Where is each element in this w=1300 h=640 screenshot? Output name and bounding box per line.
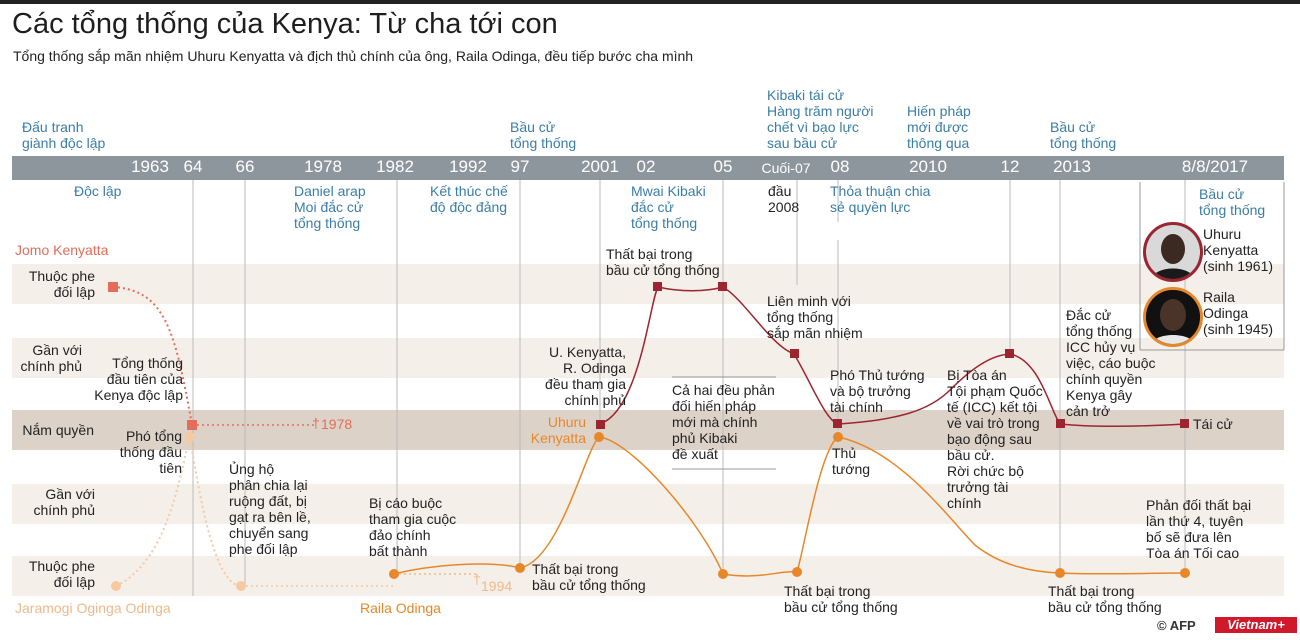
- year-label: 1963: [131, 157, 169, 176]
- year-label: 66: [235, 157, 255, 176]
- raila-markers: [389, 432, 1190, 579]
- name-raila-odinga: Raila Odinga: [360, 600, 441, 616]
- year-label: 2001: [581, 157, 619, 176]
- uhuru-markers: [596, 282, 1189, 429]
- note-death-1994: 1994: [481, 578, 513, 594]
- year-label: 2010: [909, 157, 947, 176]
- year-label: Cuối-07: [761, 160, 811, 176]
- svg-text:†: †: [473, 571, 481, 587]
- note-reelected: Tái cử: [1193, 416, 1233, 432]
- year-label: 64: [183, 157, 203, 176]
- page-title: Các tổng thống của Kenya: Từ cha tới con: [12, 8, 558, 40]
- name-jomo-kenyatta: Jomo Kenyatta: [15, 242, 109, 258]
- year-label: 02: [636, 157, 656, 176]
- jomo-path: [112, 286, 193, 426]
- name-jaramogi-odinga: Jaramogi Oginga Odinga: [15, 600, 171, 616]
- year-label: 08: [830, 157, 850, 176]
- year-label: 1992: [449, 157, 487, 176]
- uhuru-portrait: [1143, 222, 1203, 282]
- note-death-1978: 1978: [321, 416, 353, 432]
- top-rule: [0, 0, 1300, 4]
- year-label: 8/8/2017: [1181, 157, 1249, 176]
- year-label: 12: [1000, 157, 1020, 176]
- jaramogi-path: [115, 436, 191, 587]
- year-label: 97: [510, 157, 530, 176]
- timeline-axis: [12, 156, 1284, 180]
- event-independence: Độc lập: [74, 183, 122, 199]
- afp-credit: © AFP: [1157, 618, 1196, 633]
- year-label: 1978: [304, 157, 342, 176]
- band-opposition-2: [12, 556, 1284, 596]
- raila-path: [393, 436, 1186, 577]
- jomo-marker-power: [187, 420, 197, 430]
- svg-text:†: †: [312, 415, 320, 431]
- jomo-marker-opposition: [108, 282, 118, 292]
- band-near-gov: [12, 338, 1284, 378]
- band-opposition: [12, 264, 1284, 304]
- page-subtitle: Tổng thống sắp mãn nhiệm Uhuru Kenyatta …: [13, 48, 694, 64]
- year-label: 1982: [376, 157, 414, 176]
- raila-portrait: [1143, 287, 1203, 347]
- guide-lines: [192, 180, 1186, 596]
- vietnamplus-logo: Vietnam+: [1215, 617, 1297, 633]
- year-label: 2013: [1053, 157, 1091, 176]
- band-near-gov-2: [12, 484, 1284, 524]
- year-label: 05: [713, 157, 733, 176]
- row-label-in-power: Nắm quyền: [22, 422, 94, 438]
- band-in-power: [12, 410, 1284, 450]
